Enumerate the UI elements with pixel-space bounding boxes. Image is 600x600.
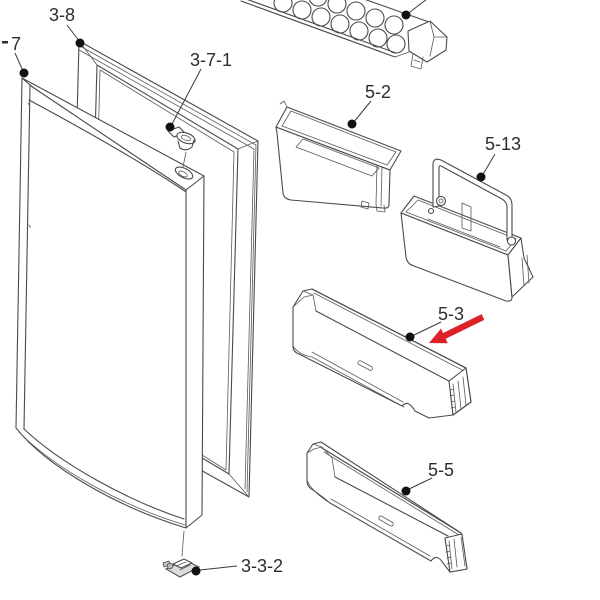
- callout-dot-egg-tray: [401, 10, 411, 20]
- part-label-bin-small: 5-2: [365, 82, 391, 102]
- callout-bin-small: 5-2: [347, 82, 391, 129]
- callout-dot-door: [19, 68, 29, 78]
- bin-5-2-drawing: [275, 100, 402, 213]
- callout-dot-basket: [476, 172, 486, 182]
- callout-gasket: 3-8: [49, 5, 85, 48]
- callout-dot-bin-small: [347, 119, 357, 129]
- callout-hinge-pin: 3-7-1: [165, 50, 232, 132]
- highlight-arrow: [429, 314, 485, 344]
- callout-basket: 5-13: [476, 134, 521, 182]
- callouts: 3-8 7 3-7-1 5-2 5-13: [2, 0, 521, 576]
- part-label-hinge-bottom: 3-3-2: [241, 556, 283, 576]
- part-label-gasket: 3-8: [49, 5, 75, 25]
- part-label-basket: 5-13: [485, 134, 521, 154]
- callout-shelf-bottom: 5-5: [401, 460, 454, 496]
- callout-egg-tray: [401, 0, 427, 20]
- callout-shelf-mid: 5-3: [405, 304, 464, 342]
- part-label-shelf-mid: 5-3: [438, 304, 464, 324]
- bottom-hinge-3-3-2-drawing: [162, 558, 201, 578]
- door-panel-drawing: [15, 77, 205, 557]
- part-label-door: 7: [11, 34, 21, 54]
- callout-dot-shelf-mid: [405, 332, 415, 342]
- callout-dot-shelf-bottom: [401, 486, 411, 496]
- part-label-hinge-pin: 3-7-1: [190, 50, 232, 70]
- callout-hinge-bottom: 3-3-2: [191, 556, 283, 576]
- callout-dot-hinge-pin: [165, 122, 175, 132]
- clipped-label-fragment: [2, 41, 8, 44]
- egg-tray-drawing: [240, 0, 448, 70]
- part-label-shelf-bottom: 5-5: [428, 460, 454, 480]
- basket-5-13-drawing: [400, 158, 534, 302]
- callout-door: 7: [2, 34, 29, 78]
- shelf-5-5-drawing: [306, 441, 468, 573]
- callout-dot-gasket: [75, 38, 85, 48]
- callout-dot-hinge-bottom: [191, 566, 201, 576]
- shelf-5-3-drawing: [292, 288, 472, 419]
